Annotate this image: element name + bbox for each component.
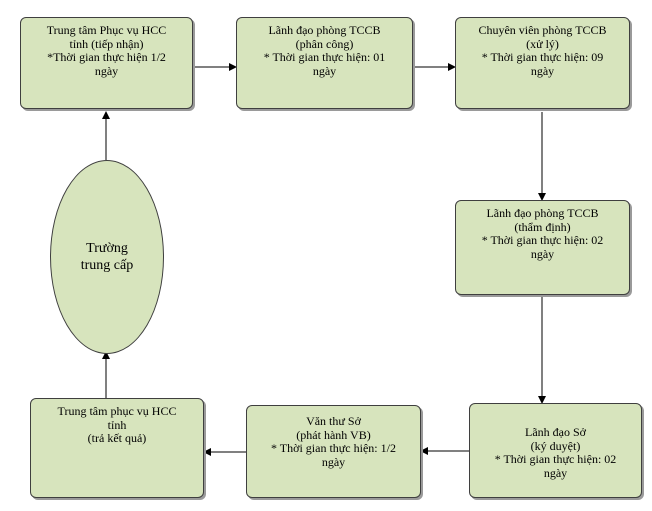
node-issuing-line2: (phát hành VB) [296, 427, 371, 442]
node-appraisal: Lãnh đạo phòng TCCB (thẩm định) * Thời g… [455, 200, 630, 295]
node-school-line1: Trường [86, 241, 128, 256]
node-result-return-line1: Trung tâm phục vụ HCC [57, 404, 177, 418]
node-signing-line3: * Thời gian thực hiện: 02 [494, 452, 617, 466]
node-processing-line1: Chuyên viên phòng TCCB [478, 23, 607, 37]
node-issuing-line4: ngày [321, 454, 346, 469]
node-signing-line1: Lãnh đạo Sở [524, 425, 586, 439]
node-issuing: Văn thư Sở (phát hành VB) * Thời gian th… [246, 405, 421, 498]
node-result-return-line3: (trả kết quả) [87, 431, 147, 445]
node-processing: Chuyên viên phòng TCCB (xử lý) * Thời gi… [455, 17, 630, 109]
node-assignment-line2: (phân công) [295, 36, 354, 51]
node-signing-line2: (ký duyệt) [530, 438, 581, 453]
node-reception: Trung tâm Phục vụ HCC tỉnh (tiếp nhận) *… [20, 17, 193, 109]
node-appraisal-line4: ngày [530, 246, 555, 261]
node-assignment-line3: * Thời gian thực hiện: 01 [263, 50, 386, 64]
node-school-line2: trung cấp [80, 258, 134, 273]
node-signing: Lãnh đạo Sở (ký duyệt) * Thời gian thực … [469, 403, 642, 498]
node-reception-line4: ngày [94, 63, 119, 78]
node-signing-line4: ngày [543, 465, 568, 480]
node-school: Trường trung cấp [50, 160, 164, 354]
node-appraisal-line1: Lãnh đạo phòng TCCB [486, 206, 599, 220]
node-reception-line3: *Thời gian thực hiện 1/2 [47, 50, 166, 64]
node-result-return-line2: tỉnh [107, 417, 127, 432]
node-assignment-line4: ngày [312, 63, 337, 78]
node-processing-line2: (xử lý) [526, 36, 559, 51]
node-assignment: Lãnh đạo phòng TCCB (phân công) * Thời g… [236, 17, 413, 109]
node-reception-line2: tỉnh (tiếp nhận) [69, 36, 144, 51]
node-processing-line4: ngày [530, 63, 555, 78]
node-reception-line1: Trung tâm Phục vụ HCC [46, 23, 167, 37]
node-appraisal-line2: (thẩm định) [514, 219, 571, 234]
node-appraisal-line3: * Thời gian thực hiện: 02 [481, 233, 604, 247]
node-issuing-line3: * Thời gian thực hiện: 1/2 [271, 441, 396, 455]
node-processing-line3: * Thời gian thực hiện: 09 [481, 50, 604, 64]
node-assignment-line1: Lãnh đạo phòng TCCB [268, 23, 381, 37]
node-issuing-line1: Văn thư Sở [306, 414, 361, 428]
node-result-return: Trung tâm phục vụ HCC tỉnh (trả kết quả) [30, 398, 204, 498]
